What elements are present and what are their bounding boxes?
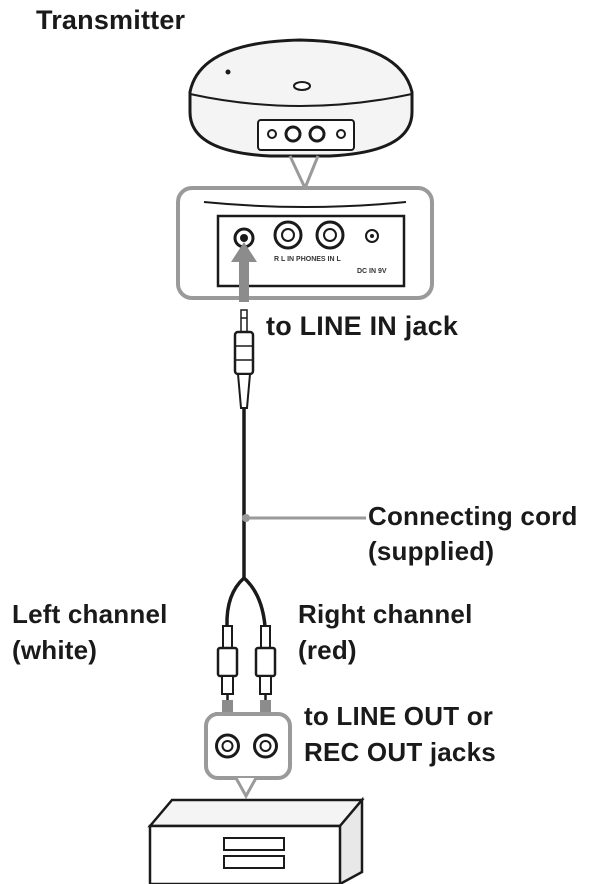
right-channel-color-label: (red)	[298, 635, 357, 665]
rca-plug-left	[216, 625, 239, 706]
cord-leader	[242, 514, 366, 522]
left-channel-color-label: (white)	[12, 635, 98, 665]
transmitter-device	[188, 38, 414, 158]
panel-callout	[176, 155, 434, 300]
connecting-cord	[225, 408, 267, 627]
mini-plug	[233, 309, 255, 409]
panel-dc-in-legend: DC IN 9V	[357, 268, 387, 275]
right-channel-label: Right channel	[298, 599, 473, 629]
output-jacks-callout	[204, 712, 292, 800]
connecting-cord-sublabel: (supplied)	[368, 536, 495, 566]
line-out-label: to LINE OUT or	[304, 701, 494, 731]
rca-plug-right	[254, 625, 277, 706]
audio-source-device	[147, 796, 365, 884]
left-channel-label: Left channel	[12, 599, 168, 629]
line-in-arrow	[231, 242, 257, 302]
rec-out-label: REC OUT jacks	[304, 737, 496, 767]
transmitter-label: Transmitter	[36, 5, 186, 35]
connecting-cord-label: Connecting cord	[368, 501, 578, 531]
panel-jack-legend: R L IN PHONES IN L	[274, 256, 341, 263]
line-in-jack-label: to LINE IN jack	[266, 311, 459, 341]
